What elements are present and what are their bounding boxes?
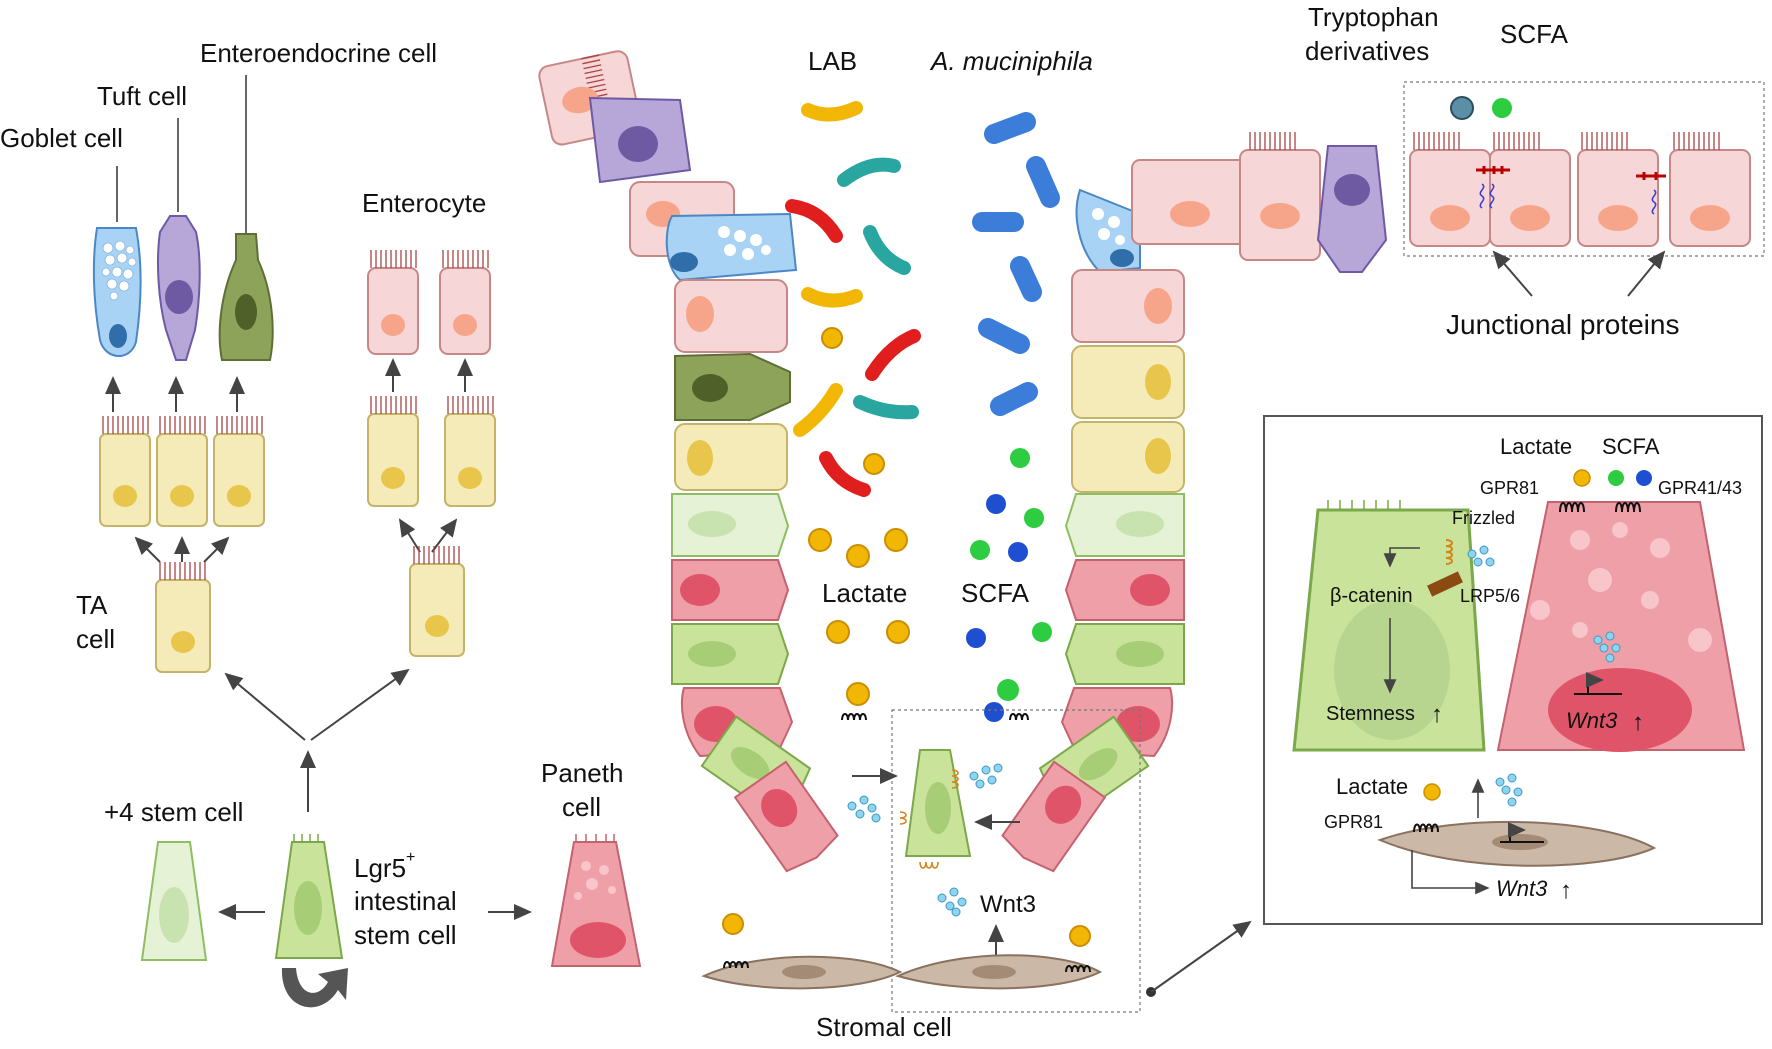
barrier-scfa-dot	[1492, 98, 1512, 118]
enterocyte-label: Enterocyte	[362, 188, 486, 218]
gpr4143-receptor-crypt	[1009, 713, 1029, 721]
inset-bcatenin: β-catenin	[1330, 585, 1413, 607]
self-renewal-icon	[281, 968, 348, 1008]
lgr5-label-2: intestinal	[354, 886, 457, 916]
lgr5-label-3: stem cell	[354, 920, 457, 950]
tryp-label-1: Tryptophan	[1308, 2, 1439, 32]
barrier-scfa-label: SCFA	[1500, 19, 1569, 49]
inset-gpr81-bottom: GPR81	[1324, 812, 1383, 832]
tryp-label-2: derivatives	[1305, 36, 1429, 66]
inset-wnt3-paneth-up: ↑	[1632, 709, 1644, 736]
wnt3-label-crypt: Wnt3	[980, 891, 1036, 918]
lactate-dots	[808, 327, 910, 706]
inset-frizzled: Frizzled	[1452, 508, 1515, 528]
ta-label-2: cell	[76, 624, 115, 654]
inset-wnt3-stromal: Wnt3	[1496, 876, 1548, 901]
lrp-icon	[1427, 571, 1463, 597]
enteroendocrine-cell	[218, 233, 274, 361]
scfa-label: SCFA	[961, 578, 1030, 608]
lgr5-superscript: +	[406, 849, 415, 866]
inset-panel: Lactate SCFA GPR81 GPR41/43 Frizzled LRP…	[1263, 415, 1763, 925]
inset-lactate-bottom: Lactate	[1336, 774, 1408, 799]
inset-pointer	[1150, 920, 1252, 993]
crypt-left-wall	[538, 50, 839, 873]
barrier-box	[1403, 81, 1765, 257]
junctional-label: Junctional proteins	[1446, 309, 1679, 340]
zoom-box	[891, 709, 1141, 1013]
goblet-label: Goblet cell	[0, 123, 123, 153]
barrier-tuft-cell	[1316, 145, 1388, 273]
frizzled-icon	[1445, 539, 1453, 565]
lactate-label: Lactate	[822, 578, 907, 608]
lab-label: LAB	[808, 46, 857, 76]
inset-gpr81-top: GPR81	[1480, 478, 1539, 498]
wnt3-cluster	[847, 763, 1003, 917]
akk-label: A. muciniphila	[929, 46, 1093, 76]
junctional-proteins-icons	[1476, 166, 1666, 215]
crypt-tuft-cell	[588, 96, 692, 184]
paneth-label-1: Paneth	[541, 758, 623, 788]
ta-row	[99, 395, 496, 527]
ta-cell-left	[155, 561, 211, 673]
stromal-label: Stromal cell	[816, 1012, 952, 1042]
inset-gpr4143: GPR41/43	[1658, 478, 1742, 498]
gpr81-receptor-crypt	[841, 713, 867, 721]
lgr5-stem-cell	[274, 834, 348, 1008]
goblet-cell	[92, 227, 142, 357]
crypt-panel: LAB A. muciniphila	[538, 46, 1252, 1042]
crypt-stem-cell	[899, 749, 972, 869]
crypt-right-wall	[1001, 188, 1185, 873]
inset-stemness-up: ↑	[1431, 701, 1443, 728]
inset-stem-cell	[1292, 500, 1486, 752]
inset-lrp: LRP5/6	[1460, 586, 1520, 606]
tuft-label: Tuft cell	[97, 81, 187, 111]
enteroendocrine-label: Enteroendocrine cell	[200, 38, 437, 68]
paneth-label-2: cell	[562, 792, 601, 822]
inset-stemness: Stemness	[1326, 703, 1415, 725]
paneth-cell	[550, 834, 642, 967]
inset-wnt3-paneth: Wnt3	[1566, 708, 1618, 733]
crypt-ee-cell	[674, 352, 791, 421]
crypt-goblet-cell	[665, 212, 798, 282]
plus4-stem-cell	[140, 841, 208, 961]
inset-wnt3-stromal-up: ↑	[1560, 877, 1572, 904]
crypt-goblet-cell-right	[1075, 188, 1141, 274]
lab-bacteria	[785, 101, 921, 497]
enterocyte-cell-1	[367, 249, 419, 355]
inset-scfa-top: SCFA	[1602, 434, 1660, 459]
stromal-cells	[701, 913, 1103, 990]
ta-cell-right	[409, 545, 465, 657]
lgr5-label: Lgr5	[354, 853, 406, 883]
akk-bacteria	[972, 112, 1060, 416]
scfa-dots	[966, 448, 1052, 722]
enterocyte-cell-2	[439, 249, 491, 355]
barrier-panel: Tryptophan derivatives SCFA Junctional p…	[1131, 2, 1765, 340]
ta-label-1: TA	[76, 590, 108, 620]
tuft-cell	[157, 215, 201, 361]
plus4-label: +4 stem cell	[104, 797, 243, 827]
inset-lactate-top: Lactate	[1500, 434, 1572, 459]
lineage-panel: Goblet cell Tuft cell Enteroendocrine ce…	[0, 38, 642, 1008]
tryp-dot	[1450, 96, 1474, 120]
